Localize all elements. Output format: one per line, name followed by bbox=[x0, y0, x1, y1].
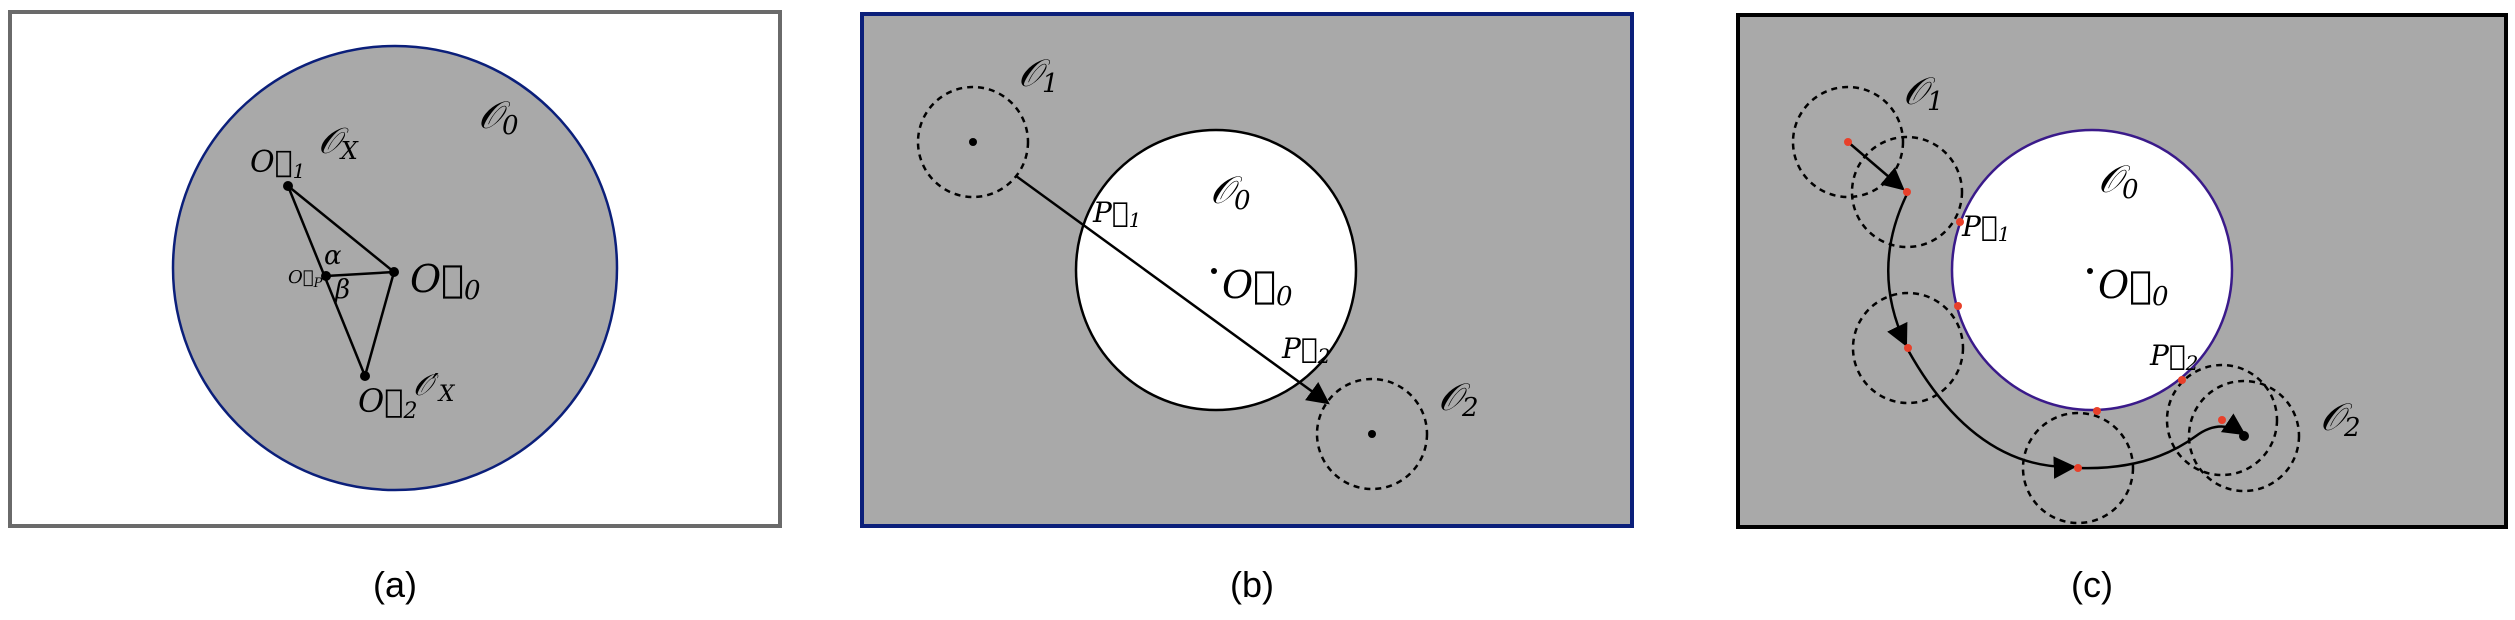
edge-o1-o0 bbox=[287, 185, 395, 273]
caption-b: (b) bbox=[1230, 564, 1274, 605]
edge-o1-o2 bbox=[286, 185, 367, 377]
marker-4 bbox=[1954, 302, 1962, 310]
dashed-circle-2 bbox=[1850, 135, 1964, 249]
point-o0 bbox=[389, 267, 399, 277]
label-point-op: O⃗P bbox=[288, 267, 323, 291]
dashed-circle-o1 bbox=[916, 85, 1030, 199]
center-o0 bbox=[1211, 268, 1217, 274]
label-p1: P⃗1 bbox=[1092, 196, 1141, 232]
dashed-circle-5 bbox=[2165, 363, 2279, 477]
dashed-circle-1 bbox=[1791, 85, 1905, 199]
marker-8 bbox=[2178, 376, 2186, 384]
marker-2 bbox=[1903, 188, 1911, 196]
marker-9 bbox=[2218, 416, 2226, 424]
marker-7 bbox=[2074, 464, 2082, 472]
center-o1 bbox=[969, 138, 977, 146]
path-segment-2 bbox=[1887, 193, 1909, 348]
panel-b: 𝒪1 𝒪0 𝒪2 O⃗0 P⃗1 P⃗2 (b) bbox=[860, 12, 1634, 605]
path-segment-1 bbox=[1847, 141, 1905, 191]
path-segment-4 bbox=[2079, 413, 2246, 470]
label-beta: β bbox=[334, 275, 350, 305]
label-set-o2: 𝒪2 bbox=[1438, 375, 1479, 423]
edge-op-o0 bbox=[325, 270, 395, 278]
label-p2: P⃗2 bbox=[1281, 332, 1330, 368]
end-point-o2 bbox=[2239, 431, 2249, 441]
dashed-circle-3 bbox=[1851, 291, 1965, 405]
marker-1 bbox=[1844, 138, 1852, 146]
dashed-circle-o2 bbox=[1315, 377, 1429, 491]
marker-3 bbox=[1956, 218, 1964, 226]
marker-6 bbox=[2093, 407, 2101, 415]
point-o1 bbox=[283, 181, 293, 191]
path-segment-3 bbox=[1906, 349, 2077, 479]
label-alpha: α bbox=[324, 241, 342, 271]
path-arrow bbox=[1015, 174, 1330, 405]
center-o0 bbox=[2087, 268, 2093, 274]
label-p1: P⃗1 bbox=[1961, 210, 2010, 246]
caption-a: (a) bbox=[373, 564, 417, 605]
label-p2: P⃗2 bbox=[2149, 339, 2198, 375]
panel-c: 𝒪1 𝒪0 𝒪2 O⃗0 P⃗1 P⃗2 (c) bbox=[1736, 13, 2508, 605]
panel-a: 𝒪0 𝒪X 𝒪′X O⃗1 O⃗0 O⃗2 O⃗P α β (a) bbox=[8, 10, 782, 605]
label-set-oxp: 𝒪′X bbox=[413, 368, 456, 407]
point-op bbox=[321, 271, 331, 281]
label-set-o0: 𝒪0 bbox=[1210, 168, 1251, 216]
caption-c: (c) bbox=[2071, 564, 2113, 605]
point-o2 bbox=[360, 371, 370, 381]
dashed-circle-4 bbox=[2021, 411, 2135, 525]
label-point-o2: O⃗2 bbox=[358, 382, 417, 424]
marker-5 bbox=[1904, 344, 1912, 352]
center-o2 bbox=[1368, 430, 1376, 438]
dashed-circle-6 bbox=[2187, 379, 2301, 493]
label-set-o1: 𝒪1 bbox=[1018, 51, 1059, 99]
label-point-o0: O⃗0 bbox=[2098, 263, 2169, 312]
label-point-o0: O⃗0 bbox=[410, 257, 481, 306]
edge-o0-o2 bbox=[363, 271, 396, 377]
label-point-o1: O⃗1 bbox=[250, 145, 305, 183]
label-point-o0: O⃗0 bbox=[1222, 263, 1293, 312]
